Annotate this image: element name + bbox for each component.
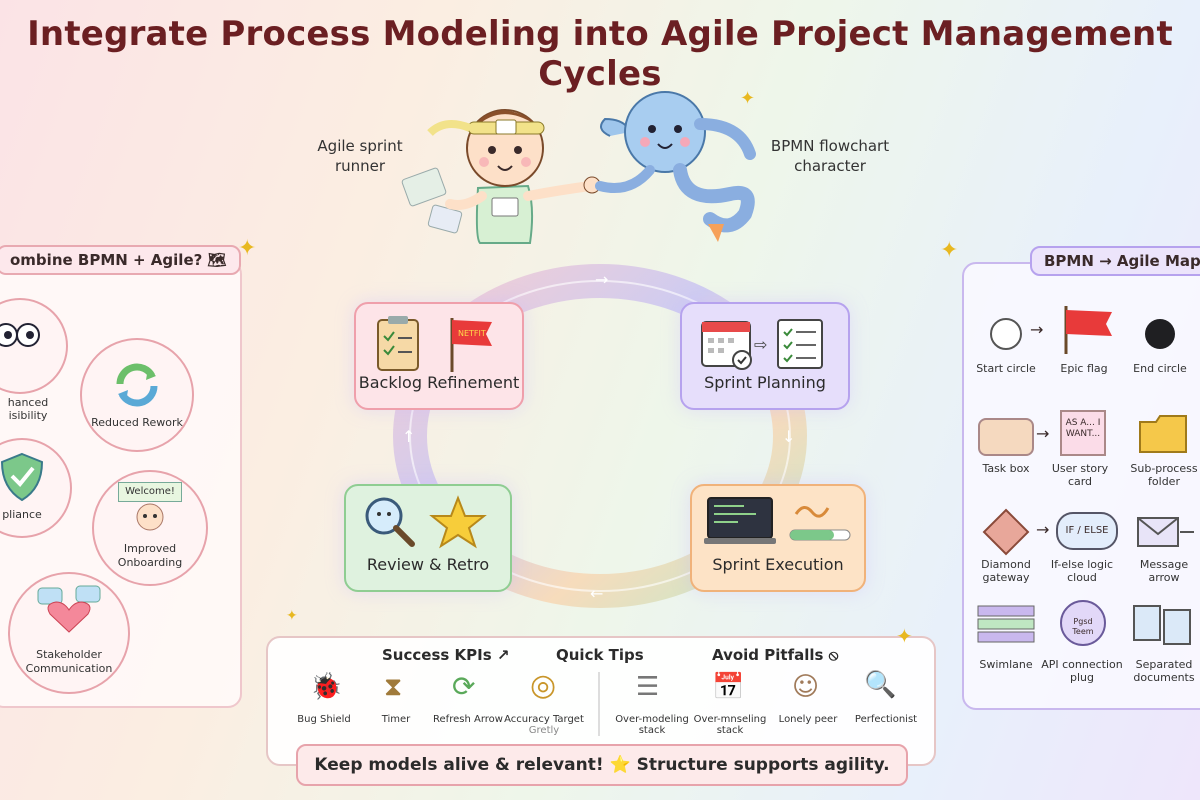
paper-stack-icon: ☰: [636, 672, 660, 702]
divider: [598, 672, 600, 736]
task-box-icon: [978, 418, 1034, 456]
svg-text:✦: ✦: [740, 88, 755, 109]
diamond-gateway-icon: [982, 508, 1030, 556]
kpis-title: Success KPIs ↗: [382, 646, 510, 664]
pitfall-label-lonely-peer: Lonely peer: [778, 714, 838, 725]
page-title: Integrate Process Modeling into Agile Pr…: [27, 14, 1173, 94]
map-label-start-circle: Start circle: [976, 362, 1036, 375]
footer-banner: Keep models alive & relevant! ⭐ Structur…: [296, 744, 908, 786]
pitfalls-title: Avoid Pitfalls ⦸: [712, 646, 839, 664]
benefit-bubble-compliance: pliance: [0, 438, 72, 538]
lonely-person-icon: ☺: [792, 672, 820, 702]
map-label-swimlane: Swimlane: [979, 658, 1033, 671]
sprint-runner-illustration: [401, 109, 601, 244]
map-label-epic-flag: Epic flag: [1060, 362, 1108, 375]
svg-text:←: ←: [590, 584, 603, 603]
refresh-icon: [116, 363, 158, 407]
svg-text:⇨: ⇨: [754, 335, 767, 354]
heart-chat-icon: [37, 585, 101, 633]
quick-tips-title: Quick Tips: [556, 646, 644, 664]
mapping-heading: BPMN → Agile Mappin: [1030, 246, 1200, 276]
kpi-label-timer: Timer: [381, 714, 411, 725]
map-label-message-arrow: Message arrow: [1139, 558, 1189, 584]
flag-text: NETFIT: [458, 329, 486, 338]
benefit-label-compliance: pliance: [2, 508, 42, 521]
envelope-icon: [1137, 517, 1194, 547]
documents-icon: [1133, 605, 1191, 645]
eyes-icon: [0, 323, 40, 347]
stage-label: Sprint Planning: [704, 373, 826, 392]
stage-label: Review & Retro: [366, 555, 490, 574]
arrow-icon: →: [1030, 320, 1044, 339]
stage-review-retro[interactable]: Review & Retro: [344, 484, 512, 592]
svg-text:↓: ↓: [782, 427, 795, 446]
calendar-warning-icon: 📅: [712, 672, 745, 702]
target-icon: ◎: [530, 668, 557, 703]
baby-icon: [136, 503, 164, 531]
runner-label: Agile sprint runner: [317, 137, 403, 175]
arrow-icon: →: [1036, 520, 1050, 539]
svg-text:→: →: [595, 270, 608, 289]
map-label-separated-docs: Separated documents: [1133, 658, 1195, 684]
stage-sprint-execution[interactable]: Sprint Execution: [690, 484, 866, 592]
pitfall-label-perfectionist: Perfectionist: [854, 714, 918, 725]
api-plug-icon: Pgsd Teem: [1060, 600, 1106, 646]
benefits-heading: ombine BPMN + Agile? 🗺: [0, 245, 241, 275]
map-label-task-box: Task box: [982, 462, 1030, 475]
sparkle-icon: ✦: [286, 608, 298, 624]
kpi-label-bug: Bug Shield: [297, 714, 351, 725]
laptop-progress-icon: [704, 497, 851, 544]
stage-label: Backlog Refinement: [358, 373, 520, 392]
sparkle-icon: ✦: [896, 624, 913, 648]
start-circle-icon: [990, 318, 1022, 350]
agile-cycle-ring: → ↓ ← ↑: [393, 264, 807, 608]
welcome-sign: Welcome!: [118, 482, 182, 502]
sparkle-icon: ✦: [940, 238, 959, 263]
map-label-user-story: User story card: [1051, 462, 1109, 488]
stage-label: Sprint Execution: [712, 555, 844, 574]
folder-icon: [1139, 415, 1187, 453]
magnifier-star-icon: 🔍: [864, 670, 897, 700]
arrow-icon: →: [1036, 424, 1050, 443]
user-story-card-icon: AS A... I WANT...: [1060, 410, 1106, 456]
sparkle-icon: ✦: [238, 236, 257, 261]
svg-text:↑: ↑: [402, 427, 415, 446]
bpmn-character-illustration: ✦: [595, 88, 756, 242]
map-label-if-else: If-else logic cloud: [1050, 558, 1114, 584]
shield-icon: [0, 452, 44, 502]
map-label-diamond-gateway: Diamond gateway: [981, 558, 1031, 584]
bug-icon: 🐞: [310, 672, 343, 702]
map-label-end-circle: End circle: [1133, 362, 1187, 375]
stage-sprint-planning[interactable]: ⇨ Sprint Planning: [680, 302, 850, 410]
swimlane-icon: [977, 605, 1035, 643]
epic-flag-icon: [1064, 306, 1112, 354]
map-label-sub-process: Sub-process folder: [1130, 462, 1198, 488]
end-circle-icon: [1145, 319, 1175, 349]
if-else-cloud-icon: IF / ELSE: [1056, 512, 1118, 550]
stage-backlog-refinement[interactable]: NETFIT Backlog Refinement: [354, 302, 524, 410]
magnifier-star-icon: [365, 495, 487, 549]
calendar-checklist-icon: ⇨: [701, 319, 823, 370]
refresh-arrow-icon: ⟳: [452, 670, 476, 703]
bpmn-character-label: BPMN flowchart character: [770, 137, 890, 175]
clipboard-flag-icon: NETFIT: [377, 316, 492, 372]
benefit-bubble-rework: Reduced Rework: [80, 338, 194, 452]
hourglass-icon: ⧗: [384, 672, 403, 702]
kpi-label-refresh: Refresh Arrow: [433, 714, 503, 725]
benefit-label-rework: Reduced Rework: [91, 416, 183, 429]
map-label-api-plug: API connection plug: [1041, 658, 1123, 684]
